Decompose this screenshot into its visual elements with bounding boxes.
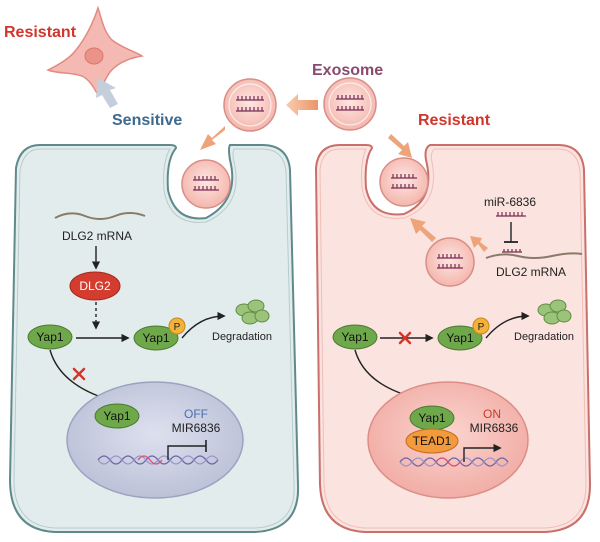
sensitive-cell-inner-membrane — [13, 148, 295, 529]
rna-strand-icon — [236, 96, 264, 112]
exosome-label: Exosome — [312, 62, 383, 79]
resistant-cell-inner-membrane — [319, 148, 587, 529]
phosphate-badge — [168, 317, 186, 335]
dna-helix — [97, 455, 219, 465]
proteasome-icon — [537, 299, 572, 325]
gene-label: MIR6836 — [172, 421, 221, 435]
degradation-label: Degradation — [514, 331, 574, 343]
dlg2-mrna-strand — [485, 252, 583, 259]
resistant-cell-nucleus — [84, 47, 104, 65]
dlg2-protein — [69, 271, 121, 301]
transport-arrow — [410, 218, 436, 242]
transformation-arrow — [96, 78, 118, 108]
transcription-arrow — [463, 443, 502, 462]
proteasome-icon — [235, 299, 270, 325]
phospho-yap1-label: Yap1 — [142, 331, 169, 345]
nuclear-yap1-label: Yap1 — [103, 409, 130, 423]
status-on-label: ON — [483, 407, 501, 421]
blocked-x-icon — [72, 367, 86, 381]
phospho-yap1-protein — [133, 325, 179, 351]
degradation-arrow — [181, 311, 226, 339]
degradation-label: Degradation — [212, 331, 272, 343]
blocked-x-icon — [398, 331, 412, 345]
rna-strand-icon — [336, 95, 364, 111]
nuclear-yap1-protein — [94, 403, 140, 429]
yap1-label: Yap1 — [36, 330, 63, 344]
mirna-strand-icon — [496, 212, 526, 217]
transport-arrow — [470, 236, 488, 252]
phospho-yap1-protein — [437, 325, 483, 351]
rna-strand-icon — [193, 176, 219, 191]
dlg2-label: DLG2 — [79, 279, 111, 293]
sensitive-label: Sensitive — [112, 112, 182, 129]
gene-label: MIR6836 — [470, 421, 519, 435]
phosphate-label: P — [174, 322, 181, 333]
resistant-right-label: Resistant — [418, 112, 491, 129]
rna-strand-icon — [391, 174, 417, 189]
transport-arrow — [200, 126, 225, 150]
budding-exosome — [181, 159, 231, 209]
transcription-blocked-icon — [167, 445, 206, 460]
mir6836-label: miR-6836 — [484, 195, 536, 209]
mirna-binding-icon — [502, 249, 522, 253]
transport-arrow — [388, 134, 412, 158]
phosphate-label: P — [478, 322, 485, 333]
exosome-vesicle — [425, 237, 475, 287]
dlg2-mrna-strand — [54, 212, 146, 220]
tead1-protein — [405, 428, 459, 454]
transport-arrow — [286, 94, 318, 116]
status-off-label: OFF — [184, 407, 208, 421]
rna-strand-icon — [437, 254, 463, 269]
yap1-protein — [332, 324, 378, 350]
exosome-vesicle — [323, 77, 377, 131]
sensitive-nucleus — [66, 381, 244, 499]
phosphate-badge — [472, 317, 490, 335]
yap1-protein — [27, 324, 73, 350]
degradation-arrow — [485, 311, 530, 339]
tead1-label: TEAD1 — [413, 434, 452, 448]
dna-helix — [399, 457, 509, 467]
budding-exosome — [379, 157, 429, 207]
dlg2-mrna-label: DLG2 mRNA — [496, 265, 566, 279]
phospho-yap1-label: Yap1 — [446, 331, 473, 345]
resistant-top-label: Resistant — [4, 24, 77, 41]
dlg2-mrna-label: DLG2 mRNA — [62, 229, 132, 243]
exosome-vesicle — [223, 78, 277, 132]
nuclear-yap1-label: Yap1 — [418, 411, 445, 425]
yap1-label: Yap1 — [341, 330, 368, 344]
